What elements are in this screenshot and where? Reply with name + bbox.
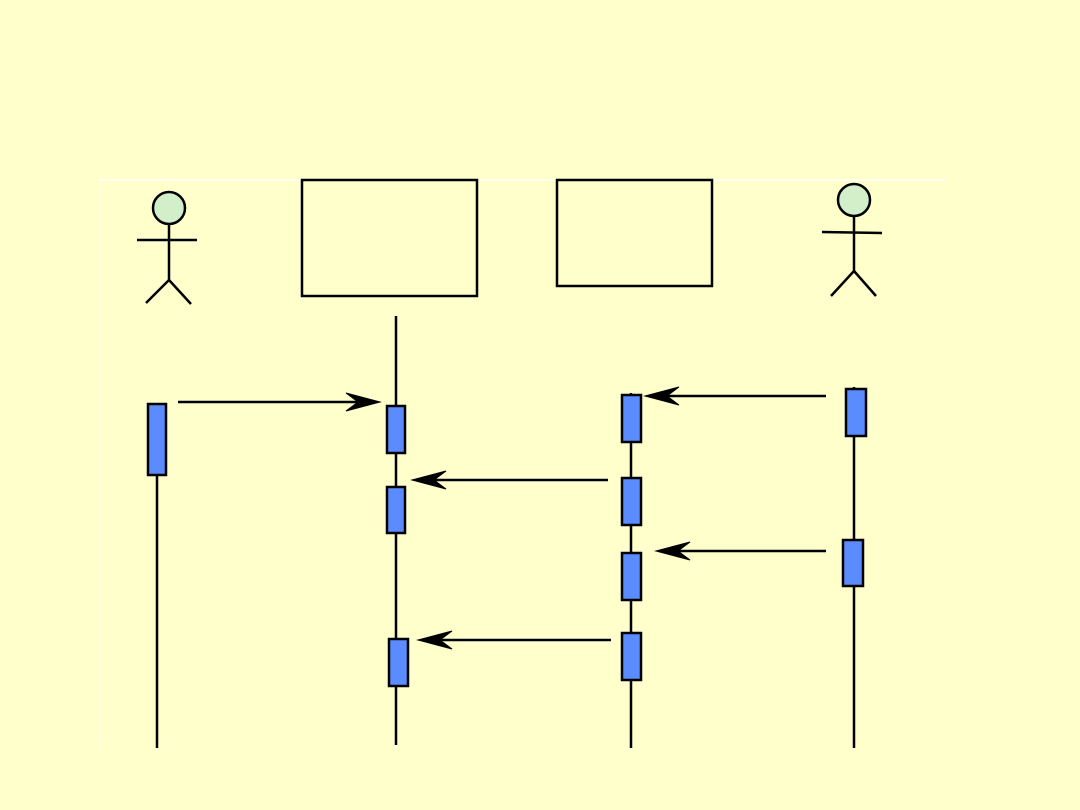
activation-bar (844, 387, 868, 438)
arrowhead-icon (410, 470, 447, 490)
message-arrow (643, 386, 826, 406)
activation-bar (620, 393, 643, 444)
arrowhead-icon (345, 392, 382, 412)
actor-head (151, 190, 187, 226)
object-box-1 (300, 178, 479, 298)
activation-bar (841, 538, 865, 588)
activation-bar (146, 402, 168, 477)
message-arrow (410, 470, 608, 490)
object-box-2 (555, 178, 714, 288)
actor-right (821, 182, 883, 297)
activation-bar (620, 631, 643, 682)
arrowhead-icon (416, 630, 453, 650)
message-arrow (178, 392, 382, 412)
activation-bar (385, 404, 407, 455)
message-arrow (654, 541, 826, 561)
arrowhead-icon (654, 541, 691, 561)
activation-bar (620, 551, 643, 602)
arrowhead-icon (643, 386, 680, 406)
activation-bar (387, 637, 410, 688)
actor-head (836, 182, 872, 218)
activation-bar (620, 476, 643, 527)
message-arrow (416, 630, 611, 650)
activation-bar (385, 485, 407, 535)
actor-left (137, 190, 197, 305)
